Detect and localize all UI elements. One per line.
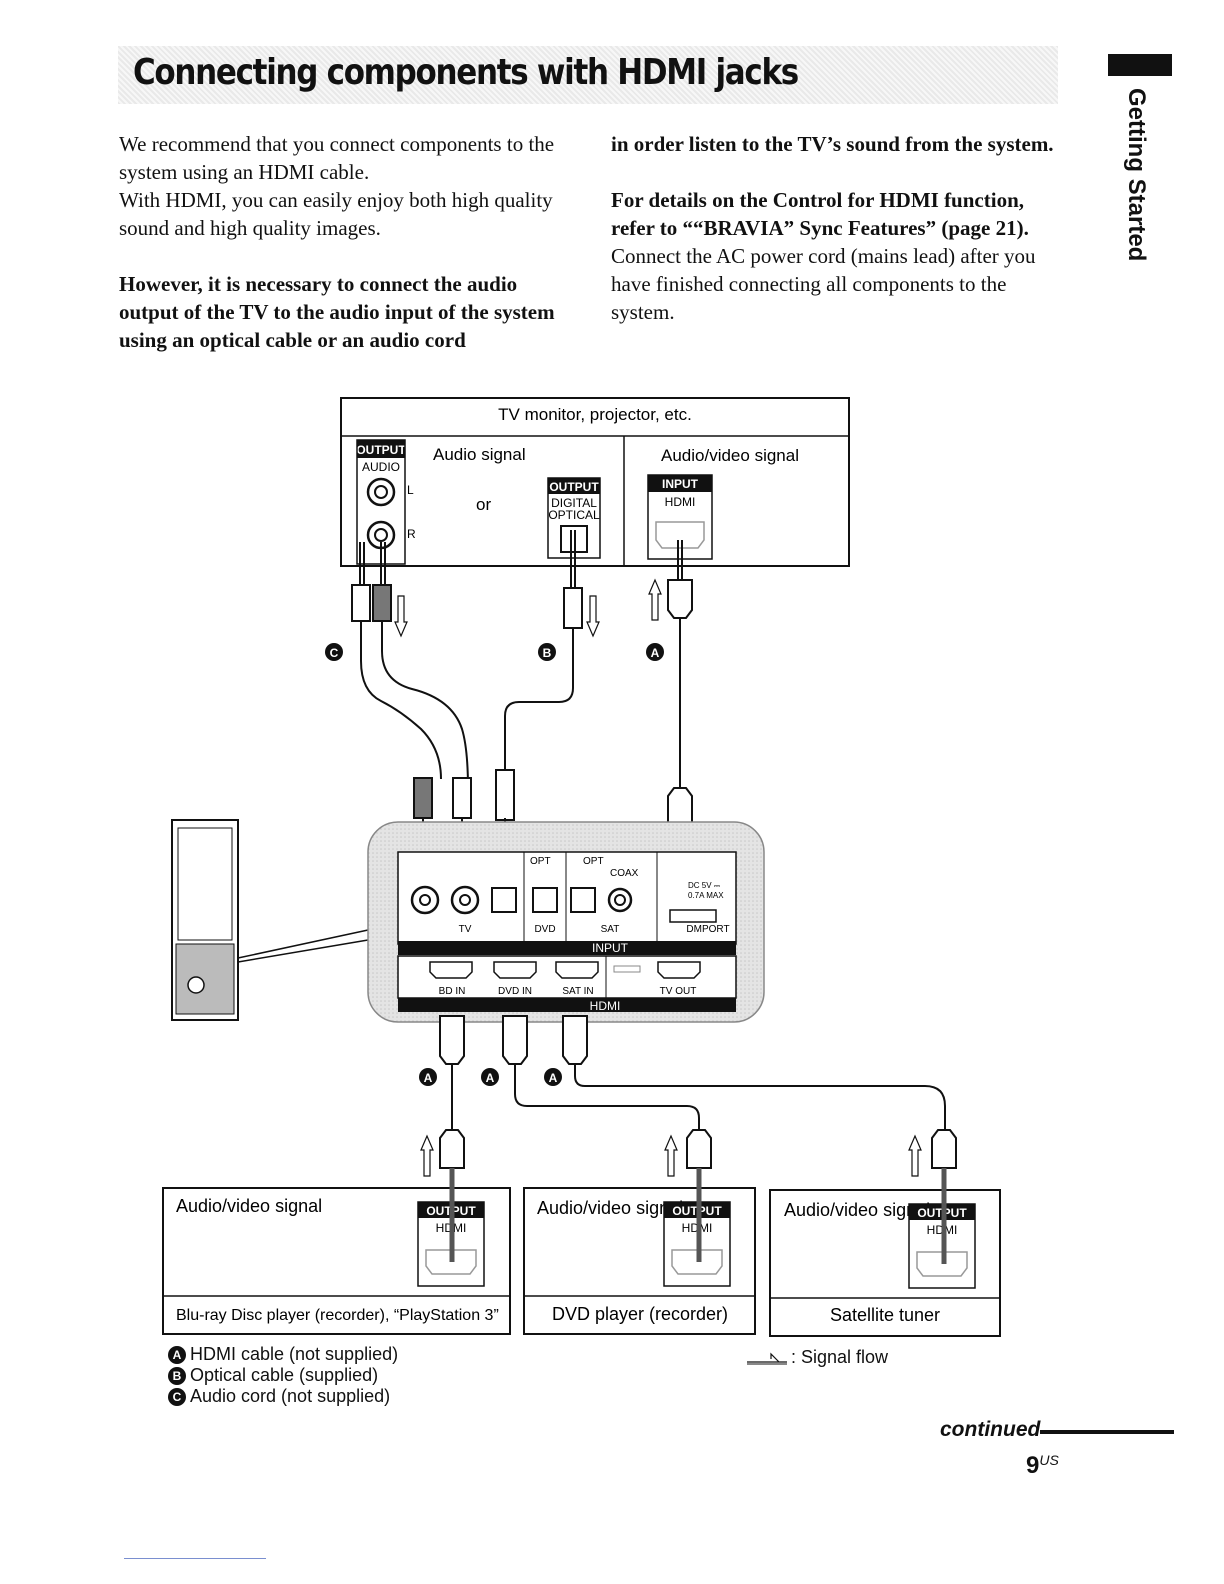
side-tab-marker bbox=[1108, 54, 1172, 76]
continued-rule bbox=[1040, 1430, 1174, 1434]
panel-tv-label: TV bbox=[459, 924, 472, 935]
page-title: Connecting components with HDMI jacks bbox=[133, 52, 799, 93]
intro-paragraph: We recommend that you connect components… bbox=[119, 132, 555, 184]
legend-badge: C bbox=[168, 1387, 186, 1406]
legend-badge: A bbox=[168, 1345, 186, 1364]
hdmi-benefit-paragraph: With HDMI, you can easily enjoy both hig… bbox=[119, 188, 553, 240]
left-column: We recommend that you connect components… bbox=[119, 130, 579, 354]
signal-flow-legend: : Signal flow bbox=[745, 1347, 888, 1368]
digital-label: DIGITAL bbox=[551, 496, 597, 510]
tv-audio-output-tag: OUTPUT bbox=[356, 443, 406, 457]
tv-av-signal-label: Audio/video signal bbox=[661, 446, 799, 465]
tv-audio-signal-label: Audio signal bbox=[433, 445, 526, 464]
legend-text: HDMI cable (not supplied) bbox=[190, 1344, 399, 1364]
panel-hdmi-band: HDMI bbox=[590, 999, 621, 1013]
power-cord-note: Connect the AC power cord (mains lead) a… bbox=[611, 244, 1036, 324]
panel-dvd-label: DVD bbox=[534, 924, 555, 935]
legend-badge: B bbox=[168, 1366, 186, 1385]
panel-dvd-in-label: DVD IN bbox=[498, 986, 532, 997]
device-bd: Audio/video signal OUTPUT HDMI Blu-ray D… bbox=[162, 1168, 511, 1335]
audio-jack-label: AUDIO bbox=[362, 460, 400, 474]
panel-sat-in-label: SAT IN bbox=[562, 986, 593, 997]
signal-flow-arrows-top bbox=[394, 578, 662, 638]
control-hdmi-reference: For details on the Control for HDMI func… bbox=[611, 188, 1029, 240]
tv-box: TV monitor, projector, etc. Audio signal… bbox=[340, 397, 850, 567]
system-unit bbox=[171, 819, 369, 1021]
footer-rule bbox=[124, 1558, 266, 1559]
page-number-value: 9 bbox=[1026, 1452, 1040, 1479]
left-channel-label: L bbox=[407, 483, 414, 497]
badge-b-top: B bbox=[543, 646, 552, 660]
device-dvd: Audio/video signal OUTPUT HDMI DVD playe… bbox=[523, 1168, 756, 1335]
page-number: 9US bbox=[1026, 1452, 1059, 1480]
badge-a-top: A bbox=[651, 646, 660, 660]
panel-opt1-label: OPT bbox=[530, 856, 551, 867]
right-channel-label: R bbox=[407, 527, 416, 541]
audio-note-paragraph: However, it is necessary to connect the … bbox=[119, 272, 555, 352]
or-label: or bbox=[476, 495, 491, 514]
optical-label: OPTICAL bbox=[548, 508, 600, 522]
signal-flow-arrow-icon bbox=[747, 1352, 787, 1364]
badge-a-bd: A bbox=[424, 1071, 433, 1085]
panel-opt2-label: OPT bbox=[583, 856, 604, 867]
cable-badges-top: C B A bbox=[325, 643, 664, 661]
rear-panel: INPUT OPT OPT COAX DC 5V ⎓ 0.7A MAX TV D… bbox=[367, 821, 765, 1023]
title-band bbox=[118, 46, 1058, 104]
right-column: in order listen to the TV’s sound from t… bbox=[611, 130, 1061, 326]
signal-flow-text: : Signal flow bbox=[791, 1347, 889, 1367]
panel-sat-label: SAT bbox=[601, 924, 620, 935]
panel-coax-label: COAX bbox=[610, 868, 639, 879]
legend-text: Optical cable (supplied) bbox=[190, 1365, 379, 1385]
tv-hdmi-label: HDMI bbox=[665, 495, 696, 509]
badge-c-top: C bbox=[330, 646, 339, 660]
tv-hdmi-input-tag: INPUT bbox=[662, 477, 699, 491]
tv-box-title: TV monitor, projector, etc. bbox=[498, 405, 692, 424]
continued-label: continued bbox=[940, 1418, 1041, 1441]
signal-flow-arrows-bottom bbox=[420, 1134, 922, 1177]
dvd-device-name: DVD player (recorder) bbox=[552, 1304, 728, 1324]
panel-dc-current-label: 0.7A MAX bbox=[688, 891, 724, 900]
badge-a-sat: A bbox=[549, 1071, 558, 1085]
bd-signal-label: Audio/video signal bbox=[176, 1196, 322, 1216]
panel-dc-label: DC 5V ⎓ bbox=[688, 881, 721, 890]
bd-signal-text: Audio/video signal bbox=[176, 1196, 322, 1216]
device-sat: Audio/video signal OUTPUT HDMI Satellite… bbox=[769, 1168, 1001, 1337]
sat-device-name: Satellite tuner bbox=[830, 1305, 940, 1325]
cable-badges-bottom: A A A bbox=[419, 1068, 562, 1086]
panel-tv-out-label: TV OUT bbox=[660, 986, 697, 997]
panel-bd-in-label: BD IN bbox=[439, 986, 466, 997]
page-number-suffix: US bbox=[1039, 1452, 1059, 1468]
bd-device-name: Blu-ray Disc player (recorder), “PlaySta… bbox=[176, 1307, 499, 1324]
sat-signal-text: Audio/video signal bbox=[784, 1200, 930, 1220]
device-cables bbox=[439, 1015, 957, 1169]
dvd-signal-text: Audio/video signal bbox=[537, 1198, 683, 1218]
tv-cables bbox=[351, 530, 693, 866]
section-side-label: Getting Started bbox=[1123, 88, 1150, 262]
panel-dmport-label: DMPORT bbox=[686, 924, 729, 935]
badge-a-dvd: A bbox=[486, 1071, 495, 1085]
audio-note-continued: in order listen to the TV’s sound from t… bbox=[611, 132, 1054, 156]
legend-text: Audio cord (not supplied) bbox=[190, 1386, 391, 1406]
tv-optical-output-tag: OUTPUT bbox=[549, 480, 599, 494]
panel-input-band: INPUT bbox=[592, 941, 629, 955]
